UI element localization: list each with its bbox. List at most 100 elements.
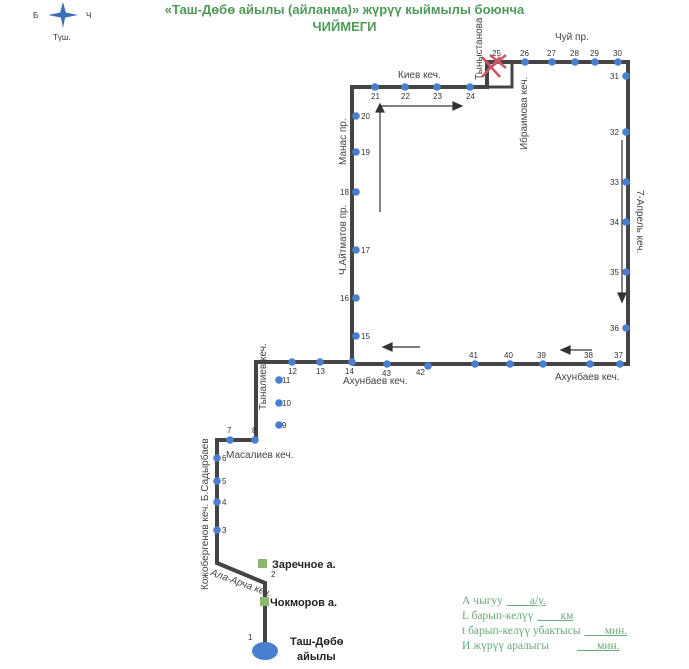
bus-stop: 27 <box>547 49 556 66</box>
bus-stop-number: 13 <box>316 367 325 376</box>
bus-stop-number: 3 <box>222 526 227 535</box>
street-kojobergenov: Кожобергенов кеч. Б.Садырбаев <box>199 438 211 590</box>
bus-stop-icon <box>433 83 441 91</box>
bus-stop: 23 <box>433 83 442 101</box>
bus-stop-number: 10 <box>282 399 291 408</box>
bus-stop: 36 <box>610 324 630 333</box>
bus-stop-icon <box>348 358 356 366</box>
bus-stop-icon <box>614 58 622 66</box>
bus-stop-icon <box>622 128 630 136</box>
place-chokmorov: Чокморов а. <box>270 597 337 609</box>
bus-stop-number: 12 <box>288 367 297 376</box>
bus-stop-icon <box>466 83 474 91</box>
bus-stop-number: 20 <box>361 112 370 121</box>
place-marker-chokmorov <box>260 597 269 606</box>
bus-stop-icon <box>506 360 514 368</box>
legend-t-unit: мин. <box>604 625 628 637</box>
bus-stop-icon <box>622 178 630 186</box>
bus-stop-icon <box>226 436 234 444</box>
bus-stop-number: 31 <box>610 72 619 81</box>
bus-stop-number: 38 <box>584 351 593 360</box>
street-kiev: Киев кеч. <box>398 70 441 81</box>
street-aitmatov: Ч.Айтматов пр. <box>338 205 349 275</box>
street-7-aprel: 7-Апрель кеч. <box>634 190 645 253</box>
bus-stop-number: 25 <box>492 49 501 58</box>
bus-stop: 29 <box>590 49 599 66</box>
bus-stop-icon <box>471 360 479 368</box>
bus-stop: 1 <box>248 633 253 642</box>
bus-stop-icon <box>591 58 599 66</box>
bus-stop-number: 30 <box>613 49 622 58</box>
bus-stop-number: 29 <box>590 49 599 58</box>
bus-stop-number: 26 <box>520 49 529 58</box>
bus-stop: 39 <box>537 351 547 368</box>
bus-stop-number: 27 <box>547 49 556 58</box>
bus-stop: 14 <box>345 358 356 376</box>
bus-stop-number: 1 <box>248 633 253 642</box>
bus-stop-icon <box>371 83 379 91</box>
bus-stop-number: 16 <box>340 294 349 303</box>
bus-stop: 38 <box>584 351 594 368</box>
bus-stop: 41 <box>469 351 479 368</box>
bus-stop-icon <box>622 324 630 332</box>
route-loop <box>487 62 514 89</box>
bus-stop-icon <box>401 83 409 91</box>
bus-stop-number: 15 <box>361 332 370 341</box>
bus-stop-number: 4 <box>222 498 227 507</box>
bus-stop: 17 <box>352 246 370 255</box>
bus-stop: 2 <box>271 570 276 579</box>
street-manas: Манас пр. <box>338 118 349 165</box>
bus-stop-number: 32 <box>610 128 619 137</box>
bus-stop-number: 42 <box>416 368 425 377</box>
bus-stop-icon <box>213 498 221 506</box>
compass-south: Түш. <box>53 33 71 42</box>
bus-stop-icon <box>616 360 624 368</box>
bus-stop: 3 <box>213 526 227 535</box>
bus-stop: 30 <box>613 49 622 66</box>
bus-stop-icon <box>521 58 529 66</box>
bus-stop: 9 <box>275 421 287 430</box>
bus-stop-number: 22 <box>401 92 410 101</box>
legend-l-unit: км <box>560 610 574 622</box>
bus-stop-number: 37 <box>614 351 623 360</box>
bus-stop-icon <box>352 148 360 156</box>
bus-stop: 35 <box>610 268 630 277</box>
place-tashdobo: Таш-Дөбө <box>290 636 344 648</box>
bus-stop-icon <box>352 188 360 196</box>
bus-stop-icon <box>316 358 324 366</box>
legend-i-unit: мин. <box>597 640 620 652</box>
bus-stop-icon <box>213 477 221 485</box>
bus-stop: 19 <box>352 148 370 157</box>
route-parameters: А чыгуу а/у. L барып-келүү км t барып-ке… <box>462 594 627 654</box>
bus-stop-number: 35 <box>610 268 619 277</box>
bus-stop: 21 <box>371 83 380 101</box>
bus-stop: 11 <box>275 376 291 385</box>
bus-stop-number: 2 <box>271 570 276 579</box>
bus-stop-number: 14 <box>345 367 354 376</box>
bus-stop: 43 <box>382 360 391 378</box>
bus-stop-number: 17 <box>361 246 370 255</box>
street-akhunbaev: Ахунбаев кеч. <box>343 375 408 387</box>
bus-stop-icon <box>548 58 556 66</box>
bus-stop-number: 40 <box>504 351 513 360</box>
bus-stop-icon <box>275 376 283 384</box>
place-marker-zarechnoe <box>258 559 267 568</box>
bus-stop-number: 5 <box>222 477 227 486</box>
street-masaliev: Масалиев кеч. <box>226 450 293 461</box>
street-tynaliev: Тыналиев кеч. <box>258 343 269 410</box>
bus-stop-number: 9 <box>282 421 287 430</box>
bus-stop: 31 <box>610 72 630 81</box>
bus-stop: 42 <box>416 362 432 377</box>
bus-stop-number: 33 <box>610 178 619 187</box>
street-tynystanova: Тыныстанова <box>474 17 485 80</box>
bus-stop-number: 6 <box>222 454 227 463</box>
bus-stop: 4 <box>213 498 227 507</box>
bus-stop-icon <box>352 112 360 120</box>
street-akhunbaev-east: Ахунбаев кеч. <box>555 371 620 383</box>
bus-stop-number: 41 <box>469 351 478 360</box>
bus-stop-number: 23 <box>433 92 442 101</box>
bus-stop: 18 <box>340 188 360 197</box>
bus-stop-icon <box>622 72 630 80</box>
bus-stop-icon <box>622 268 630 276</box>
